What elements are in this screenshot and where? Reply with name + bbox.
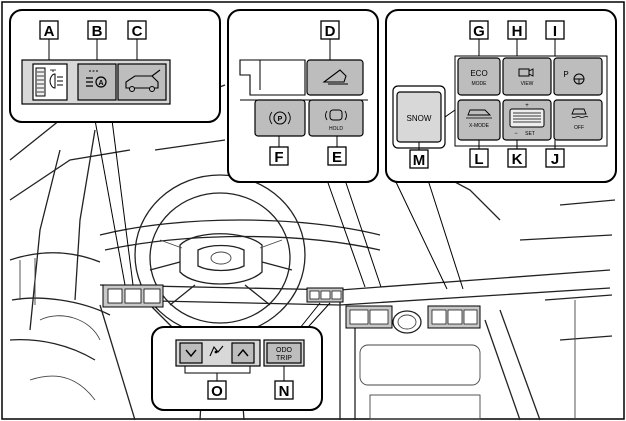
parking-assist-icon: P bbox=[563, 70, 585, 85]
svg-text:P: P bbox=[278, 116, 283, 123]
callout-box-n bbox=[274, 380, 294, 400]
set-plus-label: + bbox=[525, 103, 529, 109]
svg-text:P: P bbox=[563, 70, 568, 79]
power-liftgate-icon bbox=[125, 69, 161, 92]
snow-label: SNOW bbox=[407, 114, 432, 123]
callout-g: G bbox=[473, 23, 485, 40]
callout-k: K bbox=[512, 151, 523, 168]
panel-hood-brake: D P HOLD bbox=[227, 9, 379, 183]
callout-c: C bbox=[132, 23, 143, 40]
set-label: SET bbox=[525, 131, 535, 137]
light-level-dial-icon bbox=[49, 69, 63, 89]
chevron-down-icon bbox=[185, 349, 197, 358]
callout-e: E bbox=[332, 149, 342, 166]
odo-label: ODO bbox=[276, 347, 293, 354]
leader-lines bbox=[94, 119, 464, 337]
odo-trip-button[interactable]: ODO TRIP bbox=[263, 339, 305, 367]
meter-up-button[interactable] bbox=[231, 342, 255, 364]
auto-high-beam-button[interactable]: A bbox=[77, 63, 117, 101]
console-left-switch-cluster bbox=[345, 305, 393, 329]
vehicle-dynamics-off-icon bbox=[571, 108, 589, 118]
x-mode-label: X-MODE bbox=[469, 123, 490, 129]
camera-view-button[interactable]: VIEW bbox=[502, 57, 552, 96]
panel-drive-modes: G H I SNOW M ECO MODE VI bbox=[385, 9, 617, 183]
parking-assist-button[interactable]: P bbox=[553, 57, 603, 96]
vehicle-dynamics-off-button[interactable]: OFF bbox=[553, 99, 603, 141]
meter-down-button[interactable] bbox=[179, 342, 203, 364]
callout-l: L bbox=[474, 151, 483, 168]
eco-mode-button[interactable]: ECO MODE bbox=[457, 57, 501, 96]
eco-label: ECO bbox=[470, 69, 487, 78]
snow-button[interactable]: SNOW bbox=[396, 91, 442, 143]
camera-view-icon bbox=[518, 68, 534, 77]
meter-control-icon bbox=[209, 345, 224, 357]
console-right-switch-cluster bbox=[427, 305, 481, 329]
panel-meter-controls: ODO TRIP O N bbox=[151, 326, 323, 411]
svg-text:A: A bbox=[98, 80, 103, 87]
view-label: VIEW bbox=[521, 81, 534, 87]
panel-light-switches: A B C A bbox=[9, 9, 221, 123]
chevron-up-icon bbox=[237, 348, 249, 357]
set-rocker-switch[interactable]: + SET − bbox=[502, 99, 552, 141]
parking-brake-icon: P bbox=[269, 111, 291, 125]
callout-i: I bbox=[553, 23, 557, 40]
set-minus-label: − bbox=[514, 131, 518, 137]
light-level-dial[interactable] bbox=[32, 63, 68, 101]
brake-hold-icon bbox=[325, 109, 347, 121]
callout-box-o bbox=[207, 380, 227, 400]
callout-n: N bbox=[279, 383, 290, 400]
callout-d: D bbox=[325, 23, 336, 40]
right-dash-switch-cluster bbox=[306, 287, 344, 303]
hold-label: HOLD bbox=[329, 126, 343, 132]
callout-a: A bbox=[44, 23, 55, 40]
trip-label: TRIP bbox=[276, 355, 292, 362]
left-dash-switch-cluster bbox=[102, 284, 164, 308]
parking-brake-button[interactable]: P bbox=[254, 99, 306, 137]
hood-release-button[interactable] bbox=[306, 59, 364, 96]
callout-o: O bbox=[211, 383, 223, 400]
callout-m: M bbox=[413, 152, 426, 169]
callout-h: H bbox=[512, 23, 523, 40]
x-mode-icon bbox=[466, 109, 492, 119]
callout-f: F bbox=[274, 149, 283, 166]
callout-b: B bbox=[92, 23, 103, 40]
brake-hold-button[interactable]: HOLD bbox=[308, 99, 364, 137]
x-mode-button[interactable]: X-MODE bbox=[457, 99, 501, 141]
auto-high-beam-icon: A bbox=[86, 70, 107, 88]
eco-mode-label: MODE bbox=[472, 81, 488, 87]
callout-j: J bbox=[551, 151, 559, 168]
hood-open-icon bbox=[322, 69, 348, 85]
off-label: OFF bbox=[574, 125, 584, 131]
power-liftgate-button[interactable] bbox=[117, 63, 167, 101]
